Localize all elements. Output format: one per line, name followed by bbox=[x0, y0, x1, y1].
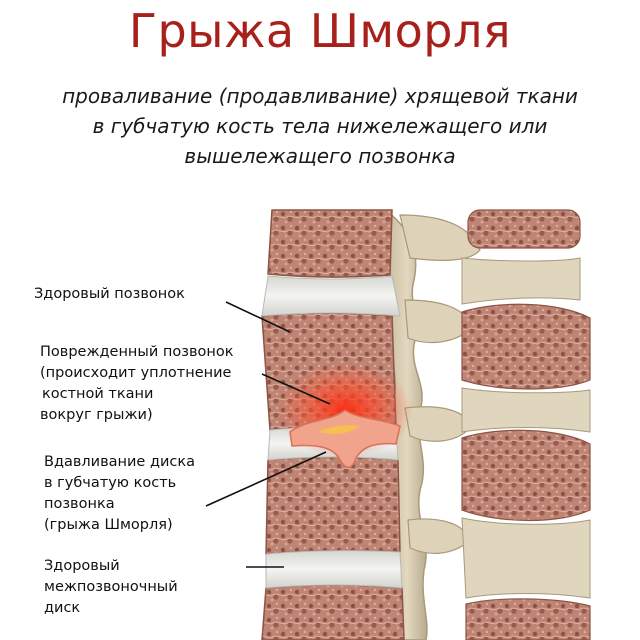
label-line: Здоровый позвонок bbox=[34, 284, 185, 305]
label-line: Здоровый bbox=[44, 556, 178, 577]
label-line: (грыжа Шморля) bbox=[44, 515, 195, 536]
label-line: вокруг грыжи) bbox=[40, 405, 233, 426]
label-line: в губчатую кость bbox=[44, 473, 195, 494]
label-line: Поврежденный позвонок bbox=[40, 342, 233, 363]
label-line: (происходит уплотнение bbox=[40, 363, 233, 384]
vertebra-top bbox=[268, 210, 392, 277]
healthy-disc bbox=[266, 551, 402, 588]
vertebra-lower bbox=[266, 457, 400, 554]
label-line: позвонка bbox=[44, 494, 195, 515]
vertebra-bottom bbox=[262, 585, 404, 640]
label-line: Вдавливание диска bbox=[44, 452, 195, 473]
label-healthy-disc: Здоровый межпозвоночный диск bbox=[44, 556, 178, 619]
label-damaged-vertebra: Поврежденный позвонок (происходит уплотн… bbox=[40, 342, 233, 426]
label-line: диск bbox=[44, 598, 178, 619]
label-disc-hernia: Вдавливание диска в губчатую кость позво… bbox=[44, 452, 195, 536]
label-line: костной ткани bbox=[40, 384, 233, 405]
right-processes bbox=[462, 210, 590, 640]
label-line: межпозвоночный bbox=[44, 577, 178, 598]
label-healthy-vertebra: Здоровый позвонок bbox=[34, 284, 185, 305]
